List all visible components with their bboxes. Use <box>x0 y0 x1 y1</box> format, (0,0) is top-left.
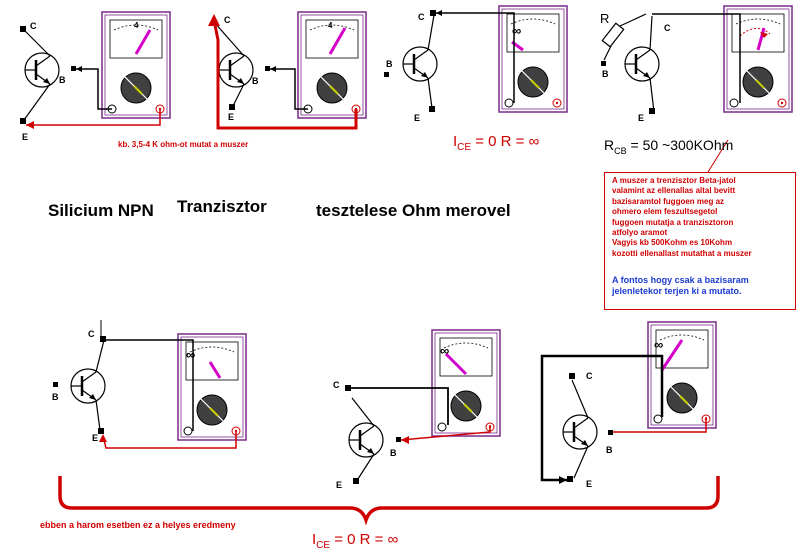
red-probe-wire-1 <box>26 109 161 126</box>
base-terminal-3 <box>384 72 389 77</box>
emitter-terminal-6 <box>353 478 359 484</box>
explanation-blue-text: A fontos hogy csak a bazisaram jelenlete… <box>612 275 749 296</box>
note-pointer <box>707 139 729 173</box>
meter-reading-3: ∞ <box>512 23 522 38</box>
npn-transistor-5 <box>69 367 107 405</box>
collector-terminal-7 <box>569 373 575 379</box>
ohmmeter-4 <box>723 5 793 113</box>
explanation-red-text: A muszer a trenzisztor Beta-jatol valami… <box>612 176 752 258</box>
meter-needle-1 <box>134 29 152 55</box>
pin-label-b-5: B <box>52 392 59 402</box>
base-terminal-7 <box>608 430 613 435</box>
pin-label-c-4: C <box>664 23 671 33</box>
meter-needle-5 <box>208 361 222 379</box>
npn-transistor-7 <box>561 413 599 451</box>
pin-label-c-3: C <box>418 12 425 22</box>
collector-terminal-5 <box>100 336 106 342</box>
diagram-7 <box>540 321 717 484</box>
diagram-3 <box>384 5 568 113</box>
base-terminal-1 <box>71 66 76 71</box>
pin-label-e-2: E <box>228 112 235 122</box>
npn-transistor-2 <box>217 51 255 89</box>
base-terminal-5 <box>53 382 58 387</box>
pin-label-b-4: B <box>602 69 609 79</box>
collector-terminal-1 <box>20 26 26 32</box>
collector-terminal-3 <box>430 10 436 16</box>
emitter-terminal-7 <box>567 476 573 482</box>
emitter-terminal-2 <box>229 104 235 110</box>
meter-needle-2 <box>328 27 347 55</box>
pin-label-e-5: E <box>92 433 99 443</box>
diagram-6 <box>345 329 501 484</box>
grouping-brace <box>58 476 720 526</box>
bottom-result-ice: ICE = 0 R = ∞ <box>312 531 399 551</box>
result-ice-3: ICE = 0 R = ∞ <box>453 133 540 153</box>
meter-needle-4 <box>756 27 766 51</box>
npn-transistor-4 <box>623 45 661 83</box>
title-part-2: Tranzisztor <box>177 197 267 216</box>
npn-transistor-6 <box>347 421 385 459</box>
meter-reading-6: ∞ <box>440 343 450 358</box>
pin-label-c-7: C <box>586 371 593 381</box>
pin-label-c-2: C <box>224 15 231 25</box>
black-probe-wire-7 <box>540 354 664 482</box>
diagram-5 <box>53 320 247 449</box>
pin-label-e-3: E <box>414 113 421 123</box>
black-probe-wire-4 <box>652 13 741 103</box>
pin-label-b-3: B <box>386 59 393 69</box>
title-part-3: tesztelese Ohm merovel <box>316 201 511 220</box>
base-terminal-4 <box>601 61 606 66</box>
base-terminal-6 <box>396 437 401 442</box>
red-probe-wire-7 <box>613 417 707 433</box>
diagram-1 <box>20 11 171 129</box>
pin-label-b-2: B <box>252 76 259 86</box>
pin-label-e-1: E <box>22 132 29 142</box>
black-probe-wire-2 <box>270 68 308 110</box>
pin-label-e-4: E <box>638 113 645 123</box>
pin-label-c-6: C <box>333 380 340 390</box>
resistor-label: R <box>600 11 610 26</box>
diagram-2 <box>208 11 367 130</box>
pin-label-b-7: B <box>606 445 613 455</box>
diagram-4 <box>601 5 793 173</box>
base-resistor <box>601 13 647 61</box>
caption-1: kb. 3,5-4 K ohm-ot mutat a muszer <box>118 140 249 149</box>
pin-label-e-6: E <box>336 480 343 490</box>
black-probe-wire-6 <box>347 387 449 425</box>
pin-label-e-7: E <box>586 479 593 489</box>
meter-needle-7 <box>660 339 684 371</box>
red-probe-wire-6 <box>400 425 491 441</box>
red-probe-wire-2 <box>212 19 358 130</box>
npn-transistor-1 <box>23 51 61 89</box>
explanation-note <box>604 172 796 310</box>
emitter-terminal-5 <box>98 428 104 434</box>
base-terminal-2 <box>265 66 270 71</box>
meter-reading-5: ∞ <box>186 347 196 362</box>
ohmmeter-3 <box>498 5 568 113</box>
emitter-terminal-4 <box>649 108 655 114</box>
pin-label-b-6: B <box>390 448 397 458</box>
pin-label-b-1: B <box>59 75 66 85</box>
pin-label-c-1: C <box>30 21 37 31</box>
npn-transistor-3 <box>401 45 439 83</box>
black-probe-wire-1 <box>76 68 112 110</box>
meter-reading-2: 4 <box>328 21 333 30</box>
meter-needle-6 <box>444 352 468 376</box>
bottom-caption: ebben a harom esetben ez a helyes eredme… <box>40 520 236 530</box>
title-part-1: Silicium NPN <box>48 201 154 220</box>
emitter-terminal-1 <box>20 118 26 124</box>
black-probe-wire-3 <box>436 12 515 103</box>
rcb-value: RCB = 50 ~300KOhm <box>604 137 734 156</box>
black-probe-wire-5 <box>103 339 194 431</box>
meter-reading-1: 4 <box>134 21 139 30</box>
pin-label-c-5: C <box>88 329 95 339</box>
emitter-terminal-3 <box>429 106 435 112</box>
meter-reading-7: ∞ <box>654 337 664 352</box>
